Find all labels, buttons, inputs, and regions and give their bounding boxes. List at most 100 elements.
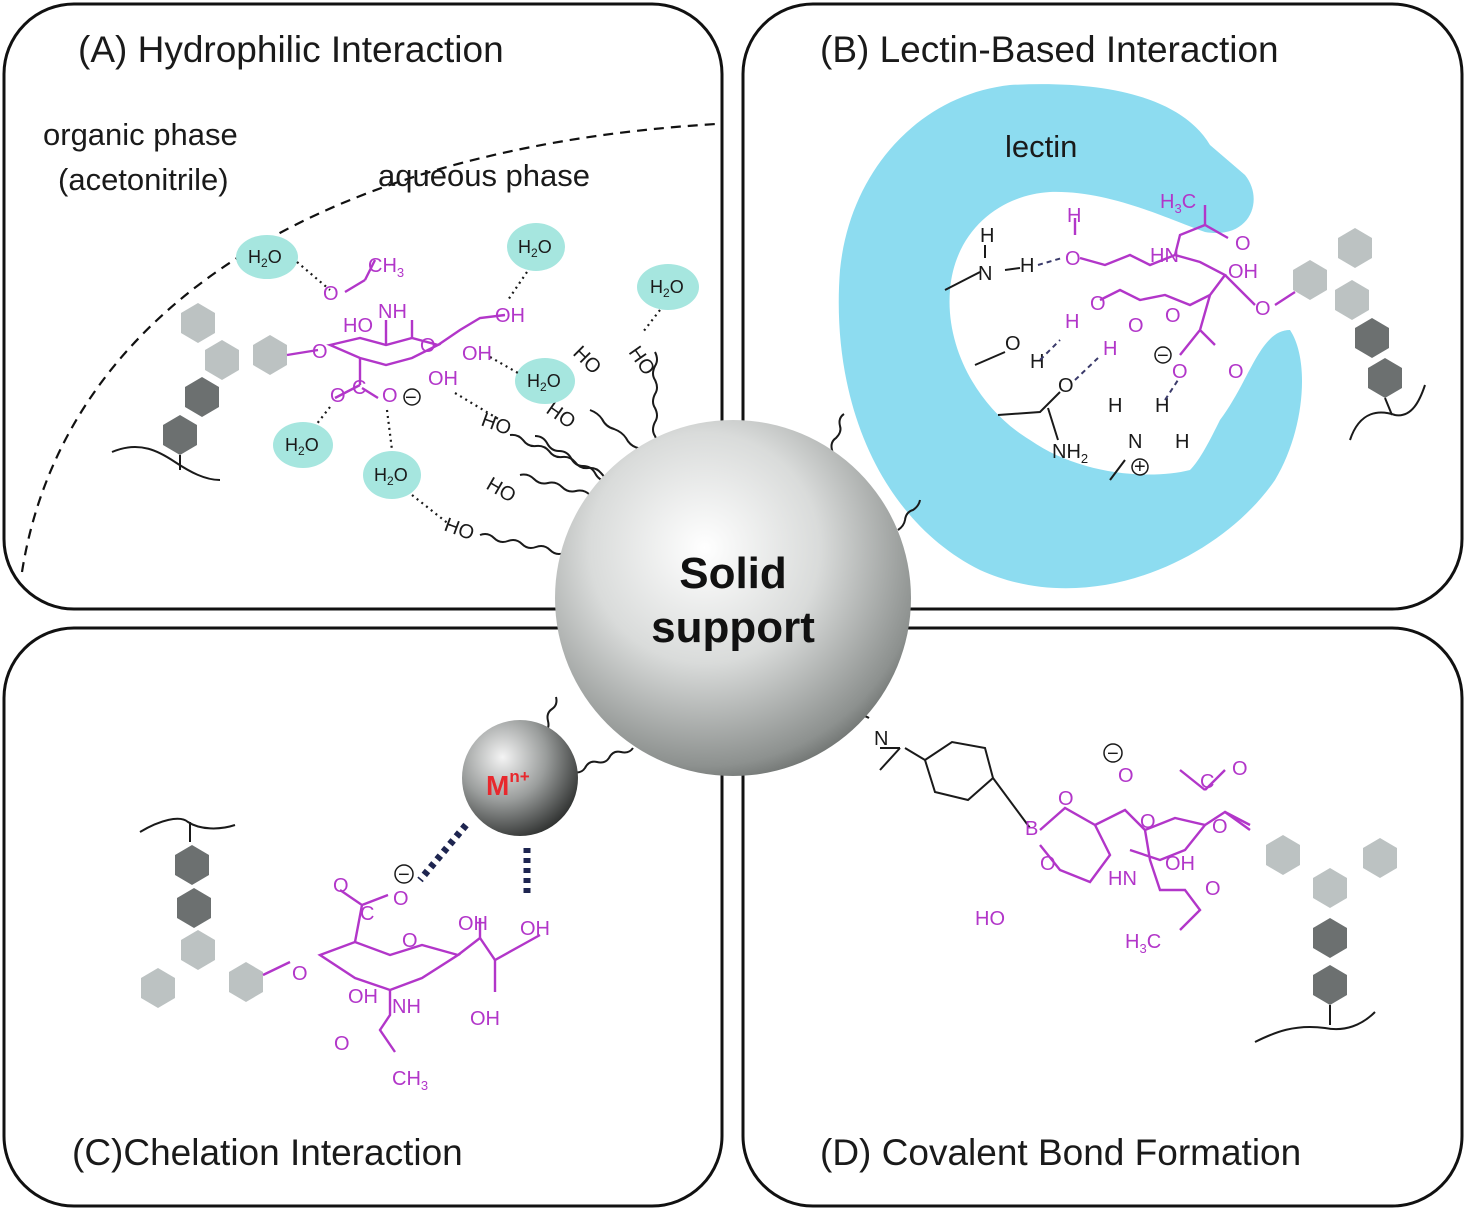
group-label: O xyxy=(1058,788,1074,810)
glycan-a xyxy=(111,303,319,481)
group-label: H xyxy=(1065,311,1079,333)
group-label: H3C xyxy=(1125,931,1161,956)
water-molecule: H2O xyxy=(507,223,565,271)
group-label: O xyxy=(333,875,349,897)
group-label: O xyxy=(292,963,308,985)
solid-support-label-line2: support xyxy=(651,603,815,652)
group-label: O xyxy=(1058,375,1074,397)
svg-text:H2O: H2O xyxy=(285,435,319,458)
group-label: HN xyxy=(1150,245,1179,267)
group-label: H xyxy=(1103,338,1117,360)
group-label: HO xyxy=(975,908,1005,930)
group-label: O xyxy=(323,283,339,305)
group-label: N xyxy=(1128,431,1142,453)
group-label: NH2 xyxy=(1052,441,1088,466)
organic-phase-label: organic phase xyxy=(43,117,238,152)
group-label: H xyxy=(980,225,994,247)
group-label: O xyxy=(330,385,346,407)
group-label: O xyxy=(1165,305,1181,327)
group-label: O xyxy=(1140,811,1156,833)
group-label: CH3 xyxy=(368,255,404,280)
metal-ion-label: Mn+ xyxy=(486,767,530,801)
phase-boundary xyxy=(20,122,717,573)
water-molecule: H2O xyxy=(363,451,421,499)
lectin-label: lectin xyxy=(1005,129,1077,164)
panel-d-title: (D) Covalent Bond Formation xyxy=(820,1132,1301,1173)
group-label: C xyxy=(352,377,366,399)
svg-text:H2O: H2O xyxy=(527,371,561,394)
group-label: O xyxy=(1205,878,1221,900)
group-label: CH3 xyxy=(392,1068,428,1093)
panel-c-title: (C)Chelation Interaction xyxy=(72,1132,463,1173)
panel-d-frame xyxy=(741,626,1464,1208)
svg-text:H2O: H2O xyxy=(518,237,552,260)
sialic-acid-a: O HO NH O OH OH OH O CH3 O O C − xyxy=(312,255,525,409)
group-label: OH xyxy=(470,1008,500,1030)
water-hbonds xyxy=(296,261,661,526)
solid-support-label-line1: Solid xyxy=(679,549,787,598)
glycan-b xyxy=(1274,228,1426,441)
group-label: O xyxy=(334,1033,350,1055)
group-label: O xyxy=(1065,248,1081,270)
lectin-shape xyxy=(838,84,1302,589)
boronate-linker: N xyxy=(874,728,1031,829)
charge-label: − xyxy=(405,387,417,409)
group-label: H3C xyxy=(1160,191,1196,216)
group-label: O xyxy=(1228,361,1244,383)
group-label: OH xyxy=(1228,261,1258,283)
sialic-acid-c: O O C O O OH NH OH OH OH O CH3 − xyxy=(292,864,550,1093)
group-label: OH xyxy=(1165,853,1195,875)
group-label: NH xyxy=(378,301,407,323)
group-label: O xyxy=(420,335,436,357)
glycan-d xyxy=(1224,810,1397,1043)
group-label: O xyxy=(1118,765,1134,787)
group-label: B xyxy=(1025,818,1038,840)
group-label: N xyxy=(978,263,992,285)
water-molecule: H2O xyxy=(273,422,333,468)
group-label: OH xyxy=(495,305,525,327)
water-molecule: H2O xyxy=(515,358,575,404)
panel-b-title: (B) Lectin-Based Interaction xyxy=(820,29,1279,70)
group-label: O xyxy=(393,888,409,910)
group-label: H xyxy=(1108,395,1122,417)
group-label: O xyxy=(1005,333,1021,355)
svg-text:H2O: H2O xyxy=(650,277,684,300)
group-label: N xyxy=(874,728,888,750)
panel-a-title: (A) Hydrophilic Interaction xyxy=(78,29,504,70)
metal-ion-bead xyxy=(462,720,578,836)
charge-label: − xyxy=(398,864,410,886)
group-label: H xyxy=(1030,351,1044,373)
group-label: H xyxy=(1175,431,1189,453)
water-molecule: H2O xyxy=(236,235,298,279)
group-label: O xyxy=(382,385,398,407)
water-molecule: H2O xyxy=(637,264,699,310)
group-label: O xyxy=(1172,361,1188,383)
group-label: O xyxy=(402,930,418,952)
aqueous-phase-label: aqueous phase xyxy=(378,158,590,193)
glycan-c xyxy=(139,817,291,1008)
lectin-hbonds xyxy=(1037,257,1179,401)
group-label: O xyxy=(1090,293,1106,315)
sialic-acid-b: H O O H O H HN H3C O OH O O O O − xyxy=(1065,191,1271,383)
group-label: NH xyxy=(392,996,421,1018)
lectin-residues: N H H O H O NH2 H H N H + xyxy=(944,225,1189,481)
water-molecules: H2O H2O H2O H2O H2O H2O xyxy=(236,223,699,499)
svg-text:H2O: H2O xyxy=(248,247,282,270)
group-label: HO xyxy=(343,315,373,337)
svg-text:H2O: H2O xyxy=(374,465,408,488)
group-label: HN xyxy=(1108,868,1137,890)
group-label: OH xyxy=(462,343,492,365)
panel-a-frame xyxy=(2,2,724,611)
group-label: O xyxy=(1232,758,1248,780)
group-label: OH xyxy=(428,368,458,390)
group-label: C xyxy=(360,903,374,925)
group-label: C xyxy=(1200,771,1214,793)
group-label: OH xyxy=(520,918,550,940)
group-label: O xyxy=(312,341,328,363)
group-label: O xyxy=(1128,315,1144,337)
organic-phase-solvent: (acetonitrile) xyxy=(58,162,229,197)
group-label: O xyxy=(1040,853,1056,875)
charge-label: + xyxy=(1134,456,1146,478)
chelation-bonds xyxy=(417,822,531,895)
